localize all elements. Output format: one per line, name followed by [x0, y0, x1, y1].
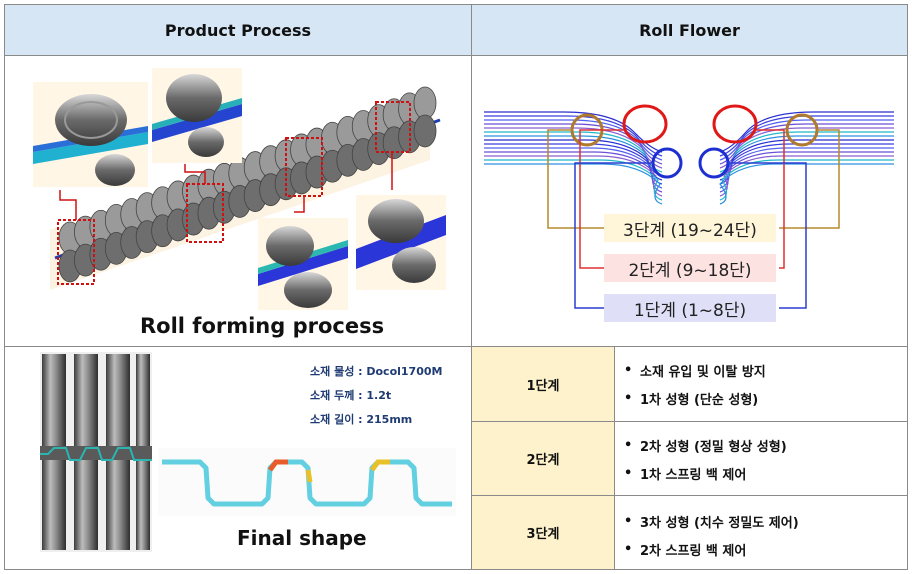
roll-stand-series — [58, 86, 437, 283]
flower-curve — [719, 155, 894, 197]
list-item: •소재 유입 및 이탈 방지 — [624, 362, 766, 380]
flower-curve — [719, 163, 894, 205]
spec-thickness: 소재 두께 : 1.2t — [310, 389, 392, 402]
divider — [471, 421, 908, 422]
header-roll-flower: Roll Flower — [472, 5, 907, 55]
inset-roll-view-3 — [258, 218, 348, 310]
final-shape-caption: Final shape — [237, 526, 367, 550]
divider — [4, 55, 908, 56]
stage-2-items: •2차 성형 (정밀 형상 성형) •1차 스프링 백 제어 — [624, 431, 787, 487]
list-item: •1차 스프링 백 제어 — [624, 465, 747, 483]
callout-markers — [57, 101, 411, 285]
stage-label-1: 1단계 (1~8단) — [604, 294, 776, 322]
spec-length: 소재 길이 : 215mm — [310, 413, 413, 426]
divider — [471, 4, 472, 570]
header-product-process: Product Process — [5, 5, 471, 55]
flower-curve — [719, 135, 894, 177]
stage-label-2: 2단계 (9~18단) — [604, 254, 776, 282]
process-table — [4, 4, 908, 570]
roll-flower-diagram — [484, 104, 894, 309]
stage-cell-2: 2단계 — [472, 422, 614, 495]
stage-label-3: 3단계 (19~24단) — [604, 214, 776, 242]
flower-curve — [719, 151, 894, 193]
flower-curve — [484, 139, 663, 181]
divider — [471, 495, 908, 496]
final-roll-image — [40, 352, 152, 552]
stage-1-items: •소재 유입 및 이탈 방지 •1차 성형 (단순 성형) — [624, 356, 766, 412]
flower-curve — [719, 111, 894, 153]
process-caption: Roll forming process — [140, 314, 385, 338]
flower-curve — [484, 163, 663, 205]
stage-cell-1: 1단계 — [472, 347, 614, 421]
inset-roll-view-1 — [33, 82, 148, 187]
stage-3-items: •3차 성형 (치수 정밀도 제어) •2차 스프링 백 제어 — [624, 507, 799, 563]
flower-curve — [484, 159, 663, 201]
inset-roll-view-4 — [356, 195, 446, 290]
inset-roll-view-2 — [152, 68, 242, 163]
divider — [614, 346, 615, 570]
flower-curve — [484, 151, 663, 193]
final-shape-profile — [158, 448, 456, 516]
stage-cell-3: 3단계 — [472, 496, 614, 569]
list-item: •2차 성형 (정밀 형상 성형) — [624, 437, 787, 455]
roll-stand — [413, 114, 437, 148]
spec-material: 소재 물성 : Docol1700M — [310, 365, 443, 378]
list-item: •2차 스프링 백 제어 — [624, 541, 747, 559]
divider — [4, 346, 908, 347]
flower-curve — [484, 147, 663, 189]
flower-curve — [484, 111, 663, 153]
flower-curve — [484, 155, 663, 197]
flower-curve — [719, 159, 894, 201]
list-item: •3차 성형 (치수 정밀도 제어) — [624, 513, 799, 531]
flower-curve — [719, 143, 894, 185]
list-item: •1차 성형 (단순 성형) — [624, 390, 759, 408]
